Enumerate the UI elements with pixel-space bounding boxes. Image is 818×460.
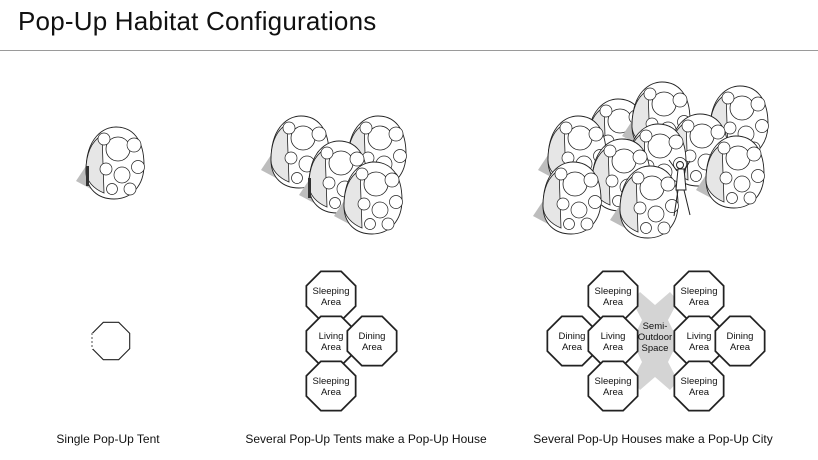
tent-door <box>86 166 89 186</box>
room-label: Dining <box>359 331 386 342</box>
caption-pop-up-city: Several Pop-Up Houses make a Pop-Up City <box>533 432 773 446</box>
room-label: Area <box>321 342 342 353</box>
page-title: Pop-Up Habitat Configurations <box>18 6 377 36</box>
room-label: Area <box>603 342 624 353</box>
person-figure <box>668 159 691 217</box>
room-label: Area <box>321 297 342 308</box>
room-label: Living <box>601 331 626 342</box>
caption-pop-up-house: Several Pop-Up Tents make a Pop-Up House <box>245 432 487 446</box>
single-tent-render <box>75 126 145 200</box>
room-label: Sleeping <box>313 286 350 297</box>
room-label: Area <box>603 297 624 308</box>
room-label: Dining <box>727 331 754 342</box>
room-label: Sleeping <box>595 376 632 387</box>
room-label: Dining <box>559 331 586 342</box>
house-door <box>308 178 311 198</box>
room-label: Area <box>321 387 342 398</box>
single-tent-plan <box>91 321 131 361</box>
room-label: Outdoor <box>638 332 672 343</box>
room-label: Area <box>689 387 710 398</box>
city-plan-labels: Sleeping Area Dining Area Living Area Sl… <box>559 286 754 398</box>
semi-outdoor-space <box>632 292 678 390</box>
room-label: Living <box>319 331 344 342</box>
city-render <box>532 81 769 239</box>
room-label: Sleeping <box>595 286 632 297</box>
room-label: Area <box>562 342 583 353</box>
room-label: Area <box>730 342 751 353</box>
room-label: Area <box>689 342 710 353</box>
room-label: Sleeping <box>681 376 718 387</box>
house-render <box>260 115 407 235</box>
title-divider <box>0 50 818 51</box>
room-label: Space <box>642 343 669 354</box>
room-label: Sleeping <box>313 376 350 387</box>
room-label: Semi- <box>643 321 668 332</box>
room-label: Living <box>687 331 712 342</box>
city-plan <box>546 270 766 412</box>
room-label: Sleeping <box>681 286 718 297</box>
room-label: Area <box>689 297 710 308</box>
caption-single-tent: Single Pop-Up Tent <box>56 432 160 446</box>
house-plan-labels: Sleeping Area Living Area Dining Area Sl… <box>313 286 386 398</box>
room-label: Area <box>603 387 624 398</box>
room-label: Area <box>362 342 383 353</box>
